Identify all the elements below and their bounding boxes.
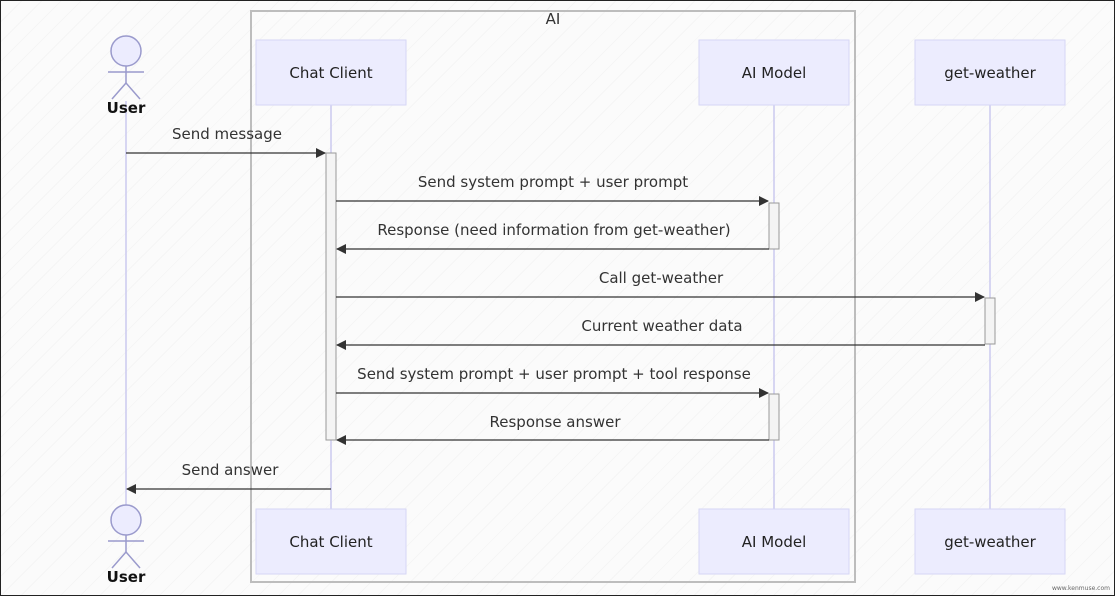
message-label-call-get-weather: Call get-weather <box>598 269 724 287</box>
participant-label-get-weather-bottom: get-weather <box>944 532 1036 551</box>
participant-label-get-weather-top: get-weather <box>944 63 1036 82</box>
user-actor-icon-top <box>108 35 144 100</box>
actor-label-user-bottom: User <box>106 568 146 586</box>
participant-box-chat-client-top <box>255 39 407 106</box>
participant-box-chat-client-bottom <box>255 508 407 575</box>
participant-label-chat-client-bottom: Chat Client <box>289 532 373 551</box>
participant-label-chat-client-top: Chat Client <box>289 63 373 82</box>
user-actor-icon-bottom <box>108 504 144 569</box>
participant-label-ai-model-top: AI Model <box>741 63 807 82</box>
participant-box-ai-model-top <box>698 39 850 106</box>
message-label-current-weather-data: Current weather data <box>581 317 743 335</box>
activation-ai-model-1 <box>768 202 780 250</box>
participant-box-get-weather-top <box>914 39 1066 106</box>
activation-get-weather <box>984 297 996 345</box>
message-label-send-answer: Send answer <box>181 461 279 479</box>
participant-label-ai-model-bottom: AI Model <box>741 532 807 551</box>
message-label-response-answer: Response answer <box>489 413 621 431</box>
watermark: www.kenmuse.com <box>1051 585 1110 592</box>
participant-box-ai-model-bottom <box>698 508 850 575</box>
activation-ai-model-2 <box>768 393 780 441</box>
activation-chat-client <box>325 152 337 441</box>
group-title: AI <box>545 10 561 28</box>
participant-box-get-weather-bottom <box>914 508 1066 575</box>
actor-label-user-top: User <box>106 99 146 117</box>
message-label-send-system-prompt: Send system prompt + user prompt <box>417 173 689 191</box>
message-label-send-system-prompt-tool: Send system prompt + user prompt + tool … <box>357 365 751 383</box>
message-label-response-need-info: Response (need information from get-weat… <box>377 221 731 239</box>
message-label-send-message: Send message <box>172 125 282 143</box>
